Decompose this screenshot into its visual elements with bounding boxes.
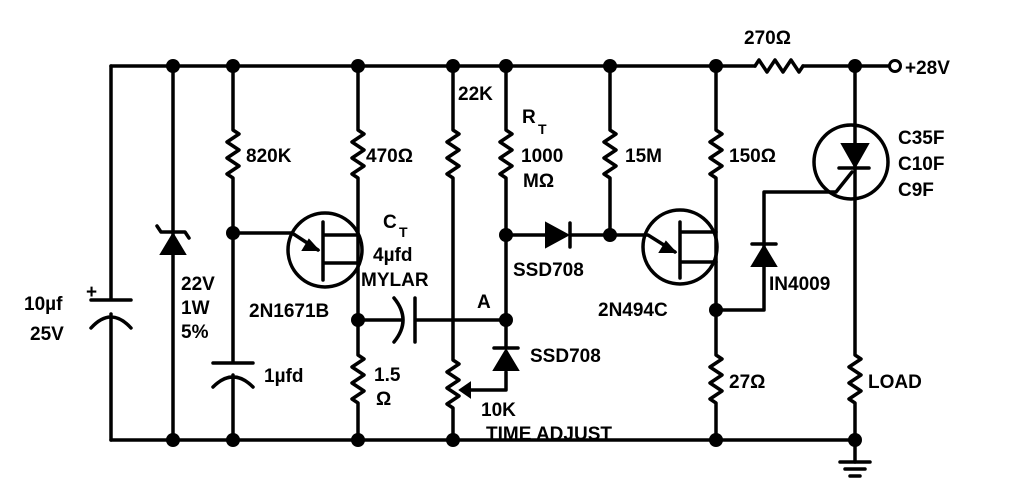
resistor-150-and-27 <box>708 64 724 442</box>
zener-voltage: 22V <box>181 274 215 295</box>
input-cap-polarity: + <box>86 282 97 303</box>
r-470-label: 470Ω <box>366 146 413 167</box>
scr-type-3: C9F <box>898 180 934 201</box>
ct-name: C <box>383 212 397 233</box>
pot-label: TIME ADJUST <box>486 424 612 445</box>
supply-label: +28V <box>905 58 950 79</box>
diode-series <box>504 221 678 254</box>
rt-value: 1000 <box>521 146 563 167</box>
resistor-270 <box>753 58 805 74</box>
scr <box>812 64 890 464</box>
timing-capacitor <box>356 296 508 344</box>
r-22k-label: 22K <box>458 84 493 105</box>
resistor-rt <box>498 64 514 350</box>
diode-shunt-label: SSD708 <box>530 346 601 367</box>
cap-1uf-label: 1µfd <box>264 366 303 387</box>
zener-power: 1W <box>181 298 210 319</box>
ct-value: 4µfd <box>373 245 412 266</box>
pot-wiper <box>458 370 508 399</box>
resistor-22k-and-pot <box>445 64 461 442</box>
ujt1-label: 2N1671B <box>249 301 329 322</box>
zener-diode <box>155 64 191 442</box>
r-1-5-unit: Ω <box>376 389 391 410</box>
diode-series-label: SSD708 <box>513 260 584 281</box>
pot-value: 10K <box>481 400 516 421</box>
ground-icon <box>838 460 872 478</box>
r-15m-label: 15M <box>625 146 662 167</box>
ujt-transistor-2 <box>641 208 719 286</box>
supply-terminal <box>888 59 902 73</box>
zener-tolerance: 5% <box>181 322 209 343</box>
resistor-820k <box>211 64 255 442</box>
load-label: LOAD <box>868 372 922 393</box>
r-820k-label: 820K <box>246 146 292 167</box>
junction-dots <box>166 59 862 447</box>
ct-subscript: T <box>399 224 408 240</box>
rt-name: R <box>522 107 536 128</box>
scr-type-2: C10F <box>898 154 944 175</box>
ujt-transistor-1 <box>231 211 364 289</box>
r-150-label: 150Ω <box>729 146 776 167</box>
node-a-label: A <box>477 292 491 313</box>
diode-gate-label: IN4009 <box>769 274 830 295</box>
input-cap-value: 10µf <box>24 294 63 315</box>
input-cap-voltage: 25V <box>30 324 64 345</box>
r-1-5-value: 1.5 <box>374 365 401 386</box>
rt-subscript: T <box>538 121 547 137</box>
diode-gate <box>714 170 854 312</box>
resistor-470-and-1-5 <box>350 64 366 442</box>
scr-type-1: C35F <box>898 128 944 149</box>
r-27-label: 27Ω <box>729 372 765 393</box>
ujt2-label: 2N494C <box>598 300 668 321</box>
ct-type: MYLAR <box>361 270 429 291</box>
input-capacitor <box>89 64 133 442</box>
diode-shunt <box>492 346 520 371</box>
rt-unit: MΩ <box>523 171 554 192</box>
resistor-15m <box>602 64 618 237</box>
r-270-label: 270Ω <box>744 28 791 49</box>
